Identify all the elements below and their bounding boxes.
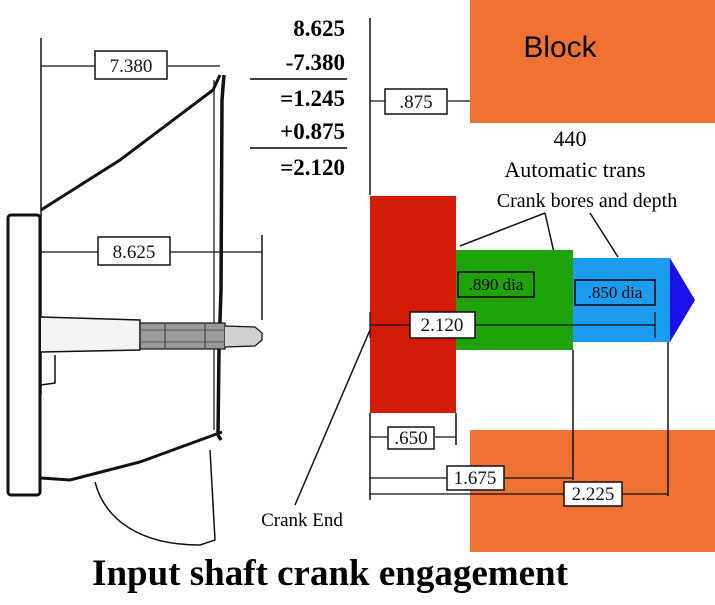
input-shaft-lower bbox=[40, 355, 56, 386]
dimension-7380-label: 7.380 bbox=[110, 56, 153, 77]
bore1-label: .890 dia bbox=[469, 275, 524, 294]
calculation-block: 8.625 -7.380 =1.245 +0.875 =2.120 bbox=[250, 16, 347, 180]
calc-line-5: =2.120 bbox=[280, 155, 345, 180]
input-shaft-pilot bbox=[224, 325, 263, 348]
dimension-2225-label: 2.225 bbox=[572, 484, 615, 505]
dimension-8625 bbox=[41, 236, 262, 266]
bellhousing-upper-edge bbox=[40, 74, 222, 212]
dimension-8625-label: 8.625 bbox=[113, 242, 156, 263]
dimension-2120 bbox=[369, 311, 656, 339]
engine-block-label: Block bbox=[523, 31, 597, 64]
calc-line-1: 8.625 bbox=[293, 16, 345, 41]
bellhousing-skirt bbox=[94, 449, 216, 546]
dimension-0650 bbox=[370, 426, 456, 450]
crank-bores-label: Crank bores and depth bbox=[497, 190, 678, 212]
bellhousing-lower-edge bbox=[40, 430, 223, 482]
dimension-0875-label: .875 bbox=[399, 92, 432, 113]
depth-reference-lines bbox=[369, 342, 669, 500]
crank-end-leader-line bbox=[294, 329, 371, 506]
crank-end-label: Crank End bbox=[261, 510, 343, 531]
input-shaft-splines bbox=[139, 322, 226, 350]
calc-line-3: =1.245 bbox=[280, 86, 345, 111]
dimension-1675-label: 1.675 bbox=[454, 468, 497, 489]
bellhousing-front-face bbox=[216, 74, 226, 441]
dimension-2225 bbox=[370, 481, 668, 507]
bore1-label-box bbox=[457, 271, 535, 298]
transmission-sketch bbox=[6, 38, 263, 546]
trans-type-label: Automatic trans bbox=[504, 157, 645, 182]
dimension-0650-label: .650 bbox=[394, 428, 427, 449]
input-shaft-body bbox=[40, 316, 141, 353]
crank-end-block bbox=[370, 196, 456, 413]
dimension-7380 bbox=[41, 50, 220, 80]
mounting-flange bbox=[6, 213, 42, 497]
trans-number-label: 440 bbox=[554, 126, 587, 151]
calc-line-4: +0.875 bbox=[280, 119, 345, 144]
bores-leader-lines bbox=[459, 212, 619, 258]
dimension-2120-label: 2.120 bbox=[421, 315, 464, 336]
diagram-title: Input shaft crank engagement bbox=[92, 553, 569, 594]
second-bore bbox=[573, 258, 670, 342]
bore2-label-box bbox=[574, 279, 656, 306]
bore-drill-tip bbox=[670, 258, 695, 342]
calc-line-2: -7.380 bbox=[286, 50, 345, 75]
dimension-0875 bbox=[370, 88, 470, 115]
engine-block-top bbox=[470, 0, 715, 123]
bore2-label: .850 dia bbox=[588, 283, 643, 302]
dimension-1675 bbox=[370, 465, 573, 491]
